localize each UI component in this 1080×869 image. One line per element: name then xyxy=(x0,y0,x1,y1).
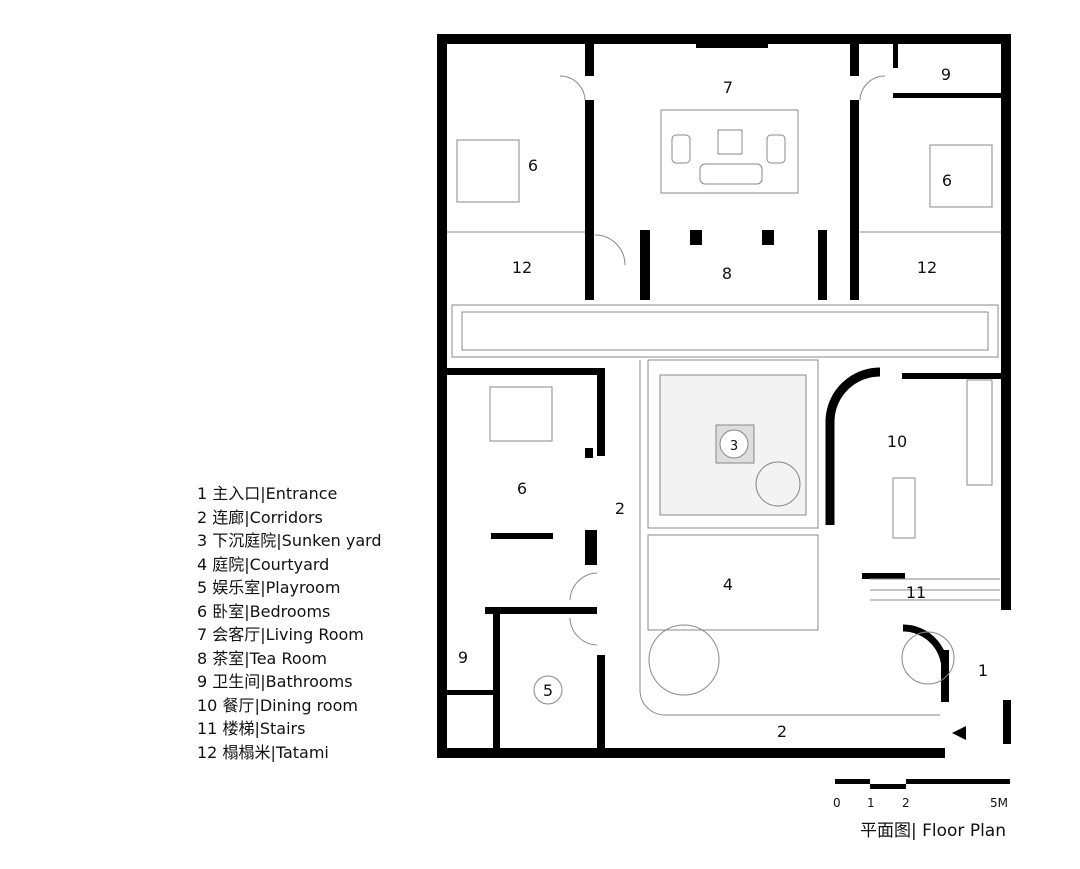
legend-item: 11 楼梯|Stairs xyxy=(197,719,306,738)
corridor-edge xyxy=(639,360,940,716)
room-label: 11 xyxy=(906,583,926,602)
room-label: 5 xyxy=(543,681,553,700)
wall xyxy=(640,230,650,300)
legend-item: 1 主入口|Entrance xyxy=(197,484,338,503)
rug xyxy=(660,109,799,194)
entrance-arrow-icon xyxy=(952,726,966,740)
wall xyxy=(585,100,594,300)
sunken-yard xyxy=(647,359,819,529)
room-label: 6 xyxy=(517,479,527,498)
door-swing xyxy=(859,75,886,101)
door-swing xyxy=(569,572,598,601)
door-swing xyxy=(559,75,586,101)
scale-tick-label: 1 xyxy=(867,796,875,810)
bed xyxy=(489,386,553,442)
thin-lines xyxy=(447,75,1001,716)
column xyxy=(762,230,774,245)
wall xyxy=(585,44,594,76)
wall-north xyxy=(437,34,1011,44)
corridor-bench xyxy=(451,304,999,358)
scale-tick-label: 2 xyxy=(902,796,910,810)
wall xyxy=(585,530,597,565)
scale-bar xyxy=(835,779,1010,789)
kitchen-counter xyxy=(966,379,993,486)
room-label: 12 xyxy=(917,258,937,277)
column xyxy=(585,448,593,458)
legend-item: 12 榻榻米|Tatami xyxy=(197,742,329,762)
legend-item: 10 餐厅|Dining room xyxy=(197,695,358,715)
play-table xyxy=(533,675,563,705)
door-swing xyxy=(569,617,598,646)
room-label: 4 xyxy=(723,575,733,594)
wall xyxy=(491,533,553,539)
bed xyxy=(929,144,993,208)
room-label: 2 xyxy=(615,499,625,518)
wall-west xyxy=(437,34,447,758)
wall-south xyxy=(437,748,945,758)
room-label: 1 xyxy=(978,661,988,680)
wall xyxy=(818,230,827,300)
scale-tick-label: 5M xyxy=(990,796,1008,810)
room-labels: 7 6 6 9 12 8 12 6 2 3 10 4 11 9 5 1 2 xyxy=(458,65,988,741)
wall-east xyxy=(1001,34,1011,610)
room-label: 9 xyxy=(458,648,468,667)
wall xyxy=(893,44,898,68)
bench-inner xyxy=(461,311,989,351)
wall xyxy=(850,100,859,300)
entrance-curved-wall xyxy=(902,624,949,702)
column xyxy=(690,230,702,245)
stair-treads xyxy=(870,578,1000,601)
door-swing xyxy=(594,234,626,266)
tree xyxy=(901,631,955,685)
room-label: 6 xyxy=(528,156,538,175)
legend-item: 8 茶室|Tea Room xyxy=(197,648,328,668)
wall xyxy=(597,368,605,456)
wall xyxy=(862,573,905,579)
wall xyxy=(696,44,768,48)
room-label: 6 xyxy=(942,171,952,190)
walls xyxy=(437,34,1011,758)
scale-segment xyxy=(835,779,870,784)
fire-pit xyxy=(719,429,749,459)
wall xyxy=(485,607,597,614)
room-label: 7 xyxy=(723,78,733,97)
room-label: 8 xyxy=(722,264,732,283)
wall xyxy=(902,373,1001,379)
dining-curved-wall xyxy=(825,367,881,525)
scale-tick-label: 0 xyxy=(833,796,841,810)
bed xyxy=(456,139,520,203)
sofa xyxy=(699,163,763,185)
room-label: 3 xyxy=(730,439,738,454)
room-label: 12 xyxy=(512,258,532,277)
tree xyxy=(755,461,801,507)
tree xyxy=(648,624,720,696)
dining-table xyxy=(892,477,916,539)
scale-segment xyxy=(870,784,906,789)
coffee-table xyxy=(717,129,743,155)
scale-segment xyxy=(906,779,1010,784)
wall xyxy=(597,655,605,748)
courtyard xyxy=(647,534,819,631)
legend-item: 5 娱乐室|Playroom xyxy=(197,578,341,597)
curved-walls xyxy=(825,367,949,702)
wall-east-entry xyxy=(1003,700,1011,744)
armchair xyxy=(671,134,691,164)
legend: 1 主入口|Entrance 2 连廊|Corridors 3 下沉庭院|Sun… xyxy=(197,482,382,764)
legend-item: 3 下沉庭院|Sunken yard xyxy=(197,531,382,550)
legend-item: 7 会客厅|Living Room xyxy=(197,625,364,644)
wall xyxy=(447,368,605,375)
legend-item: 4 庭院|Courtyard xyxy=(197,554,330,574)
legend-item: 9 卫生间|Bathrooms xyxy=(197,672,353,691)
legend-item: 2 连廊|Corridors xyxy=(197,507,323,527)
legend-item: 6 卧室|Bedrooms xyxy=(197,601,331,621)
wall xyxy=(493,614,500,748)
room-label: 9 xyxy=(941,65,951,84)
wall xyxy=(850,44,859,76)
room-label: 2 xyxy=(777,722,787,741)
room-label: 10 xyxy=(887,432,907,451)
plan-caption: 平面图| Floor Plan xyxy=(860,821,1006,841)
armchair xyxy=(766,134,786,164)
wall xyxy=(447,690,493,695)
wall xyxy=(893,93,1001,98)
